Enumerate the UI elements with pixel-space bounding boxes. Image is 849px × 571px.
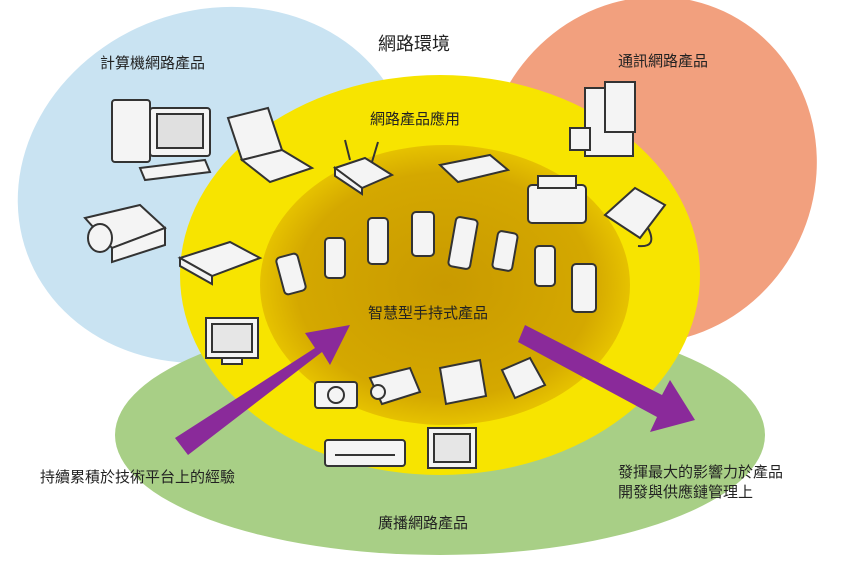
modem-icon [437, 153, 511, 184]
camcorder-icon [368, 366, 422, 406]
pda-icon [500, 356, 547, 400]
environment-label: 網路環境 [378, 34, 450, 55]
right-note: 發揮最大的影響力於產品 開發與供應鏈管理上 [618, 463, 784, 501]
monitor-icon [205, 317, 259, 365]
right-arrow [518, 325, 695, 432]
communication-label: 通訊網路產品 [618, 52, 709, 70]
computer-label: 計算機網路產品 [100, 54, 206, 72]
desk-phone-icon [603, 186, 667, 248]
left-note: 持續累積於技術平台上的經驗 [40, 468, 236, 486]
av-receiver-icon [324, 439, 406, 467]
mobile-phone-icon [275, 211, 597, 313]
projector-icon [83, 203, 167, 264]
application-label: 網路產品應用 [370, 110, 461, 128]
broadcast-label: 廣播網路產品 [378, 514, 469, 532]
tv-icon [427, 427, 477, 469]
left-arrow [175, 325, 350, 455]
desktop-computer-icon [111, 99, 212, 182]
set-top-box-icon [177, 240, 263, 286]
handheld-label: 智慧型手持式產品 [368, 304, 489, 322]
media-player-icon [438, 358, 488, 406]
fax-machine-icon [527, 175, 587, 224]
camera-icon [314, 381, 358, 409]
server-rack-icon [569, 81, 636, 157]
wifi-router-icon [332, 139, 395, 196]
laptop-icon [226, 106, 315, 184]
